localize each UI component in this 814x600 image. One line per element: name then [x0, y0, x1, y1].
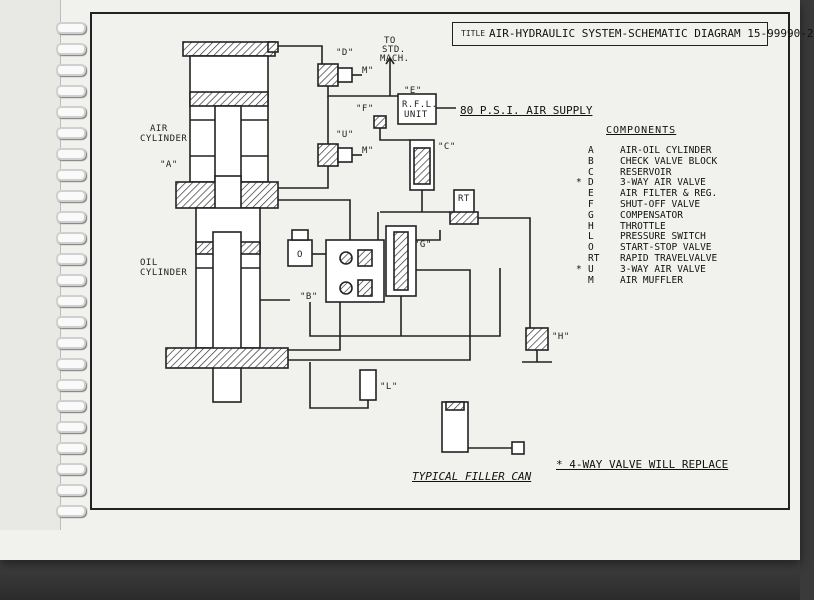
label-d: "D" [336, 48, 354, 58]
page-title: AIR-HYDRAULIC SYSTEM-SCHEMATIC DIAGRAM 1… [489, 27, 814, 40]
label-a: "A" [160, 160, 178, 170]
valve-d [317, 63, 339, 87]
binding-ring [56, 379, 86, 391]
title-tag: TITLE [461, 29, 486, 38]
throttle-h [525, 327, 549, 351]
label-oil: OIL [140, 258, 158, 268]
label-air: AIR [150, 124, 168, 134]
label-std: STD. [382, 45, 406, 55]
binding-ring [56, 106, 86, 118]
hydraulic-schematic [165, 41, 552, 455]
pressure-switch-l [359, 369, 377, 401]
binding-ring [56, 127, 86, 139]
label-to: TO [384, 36, 396, 46]
start-stop-valve-o [287, 239, 313, 267]
label-b: "B" [300, 292, 318, 302]
label-l: "L" [380, 382, 398, 392]
binding-ring [56, 43, 86, 55]
valve-u [317, 143, 339, 167]
binding-ring [56, 190, 86, 202]
rfl-unit-e [397, 93, 437, 125]
label-oil-cylinder: CYLINDER [140, 268, 188, 278]
binding-ring [56, 337, 86, 349]
muffler-m-top [337, 67, 353, 83]
binding-ring [56, 421, 86, 433]
air-supply-label: 80 P.S.I. AIR SUPPLY [460, 104, 593, 117]
binding-ring [56, 484, 86, 496]
piston-rod-lower [212, 231, 242, 403]
label-h: "H" [552, 332, 570, 342]
components-heading: COMPONENTS [606, 125, 677, 136]
label-mach: MACH. [380, 54, 410, 64]
binding-ring [56, 505, 86, 517]
label-m-top: M" [362, 66, 374, 76]
oil-cylinder-base [165, 347, 289, 369]
air-cylinder-cap [182, 41, 276, 57]
binding-ring [56, 358, 86, 370]
label-rfl: R.F.L. [402, 100, 438, 110]
title-block: TITLE AIR-HYDRAULIC SYSTEM-SCHEMATIC DIA… [452, 22, 814, 46]
label-rt: RT [458, 194, 470, 204]
binding-ring [56, 232, 86, 244]
left-page-edge [0, 0, 61, 530]
binding-ring [56, 463, 86, 475]
label-c: "C" [438, 142, 456, 152]
binding-ring [56, 148, 86, 160]
shutoff-valve-f [373, 115, 387, 129]
label-o: O [297, 250, 303, 260]
binding-ring [56, 274, 86, 286]
binding-ring [56, 316, 86, 328]
binding-ring [56, 295, 86, 307]
binding-ring [56, 64, 86, 76]
manual-spread: TITLE AIR-HYDRAULIC SYSTEM-SCHEMATIC DIA… [0, 0, 814, 560]
drawing-border [90, 12, 790, 510]
binding-ring [56, 400, 86, 412]
binding-ring [56, 85, 86, 97]
binding-ring [56, 442, 86, 454]
air-piston [189, 91, 269, 107]
label-g: "G" [414, 240, 432, 250]
muffler-m-bottom [337, 147, 353, 163]
check-valve-block-b [325, 239, 385, 303]
binding-ring [56, 22, 86, 34]
binding-ring [56, 169, 86, 181]
footnote: * 4-WAY VALVE WILL REPLACE [556, 458, 729, 471]
binding-ring [56, 253, 86, 265]
binding-ring [56, 211, 86, 223]
filler-can-label: TYPICAL FILLER CAN [412, 470, 532, 483]
label-air-cylinder: CYLINDER [140, 134, 188, 144]
label-e: "E" [404, 86, 422, 96]
label-unit: UNIT [404, 110, 428, 120]
label-m-bottom: M" [362, 146, 374, 156]
piston-rod-upper [214, 105, 242, 183]
label-f: "F" [356, 104, 374, 114]
label-u: "U" [336, 130, 354, 140]
